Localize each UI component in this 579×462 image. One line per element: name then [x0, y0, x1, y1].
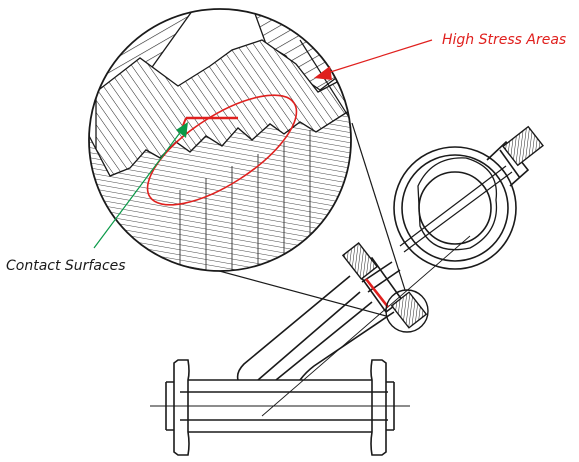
left-flange [173, 359, 190, 456]
focus-circle [385, 289, 429, 333]
high-stress-arrow [314, 39, 433, 80]
handwheel [393, 140, 530, 270]
magnified-detail [88, 8, 352, 272]
neck-left-edge [236, 275, 351, 381]
handwheel-lobe [417, 157, 498, 251]
magnifier-outline [88, 8, 352, 272]
right-flange [370, 359, 387, 456]
valve-body [150, 235, 471, 456]
handwheel-inner [401, 154, 509, 262]
male-thread [89, 102, 351, 271]
high-stress-label: High Stress Areas [442, 32, 566, 48]
thread-nut [341, 242, 428, 329]
stem-stress-line [364, 278, 390, 308]
handwheel-outer [393, 146, 517, 270]
stress-ellipse [146, 94, 298, 206]
contact-surfaces-label: Contact Surfaces [6, 258, 126, 274]
top-cap [502, 125, 544, 167]
neck-inner-2 [275, 301, 373, 381]
contact-arrow [93, 122, 188, 249]
neck-inner-1 [257, 291, 361, 381]
neck-right-edge [299, 311, 395, 381]
